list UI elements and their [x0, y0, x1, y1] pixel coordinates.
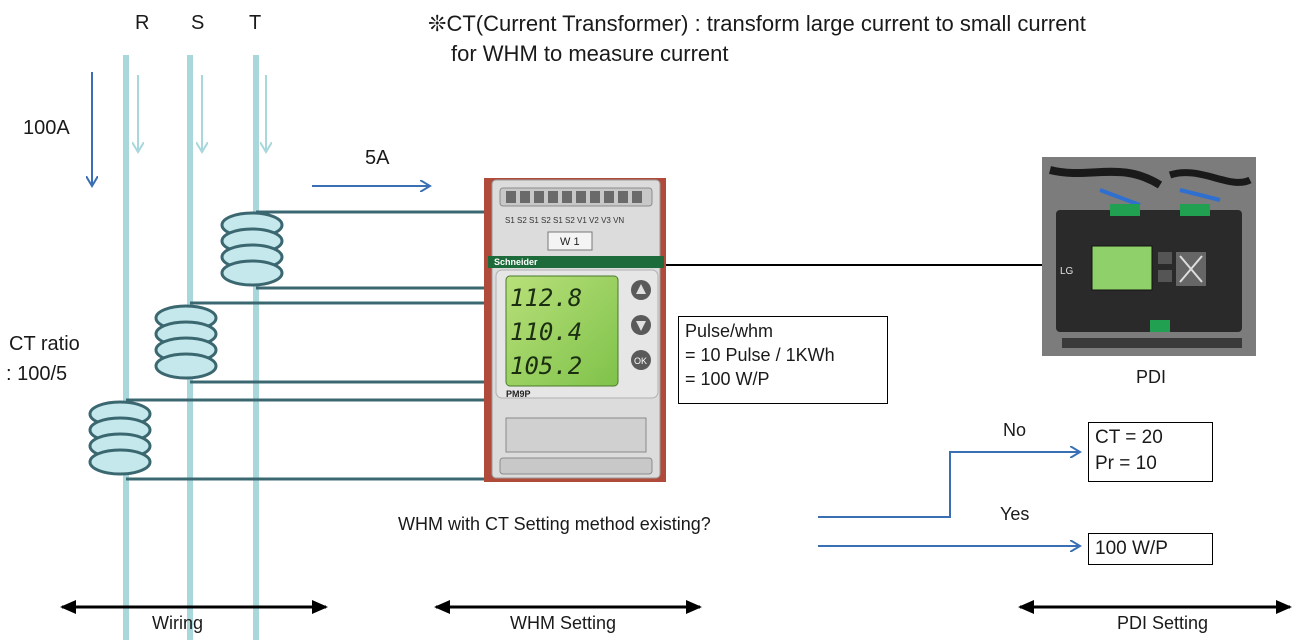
pulse-line-1: Pulse/whm — [685, 319, 881, 343]
meter-label: W 1 — [560, 236, 580, 248]
ct-coil-s — [156, 306, 216, 378]
branch-no-label: No — [1003, 421, 1026, 439]
ct-setting-box: CT = 20 Pr = 10 — [1088, 422, 1213, 482]
section-wiring: Wiring — [152, 614, 203, 632]
pulse-info-box: Pulse/whm = 10 Pulse / 1KWh = 100 W/P — [678, 316, 888, 404]
branch-yes-label: Yes — [1000, 505, 1029, 523]
large-current-label: 100A — [23, 118, 70, 138]
note-symbol: ❊ — [428, 11, 446, 36]
section-whm-setting: WHM Setting — [510, 614, 616, 632]
pulse-line-2: = 10 Pulse / 1KWh — [685, 343, 881, 367]
note-line-1: ❊CT(Current Transformer) : transform lar… — [428, 13, 1086, 35]
phase-label-r: R — [135, 13, 149, 33]
pdi-device: LG — [1042, 157, 1256, 356]
decision-lines — [818, 452, 1080, 546]
question-text: WHM with CT Setting method existing? — [398, 515, 711, 533]
whm-meter: S1 S2 S1 S2 S1 S2 V1 V2 V3 VN W 1 Schnei… — [484, 178, 666, 482]
svg-text:OK: OK — [634, 356, 647, 366]
ct-ratio-label: CT ratio — [9, 334, 80, 354]
note-line-2: for WHM to measure current — [451, 43, 729, 65]
pulse-line-3: = 100 W/P — [685, 367, 881, 391]
phase-label-t: T — [249, 13, 261, 33]
small-current-label: 5A — [365, 148, 389, 168]
meter-brand: Schneider — [494, 257, 538, 267]
ct-value-line: CT = 20 — [1095, 425, 1206, 451]
phase-label-s: S — [191, 13, 204, 33]
wp-setting-box: 100 W/P — [1088, 533, 1213, 565]
ct-coil-r — [90, 402, 150, 474]
ct-ratio-value: : 100/5 — [6, 364, 67, 384]
pdi-logo: LG — [1060, 266, 1074, 277]
reading-3: 105.2 — [510, 352, 582, 380]
branch-no-line — [818, 452, 1080, 517]
ct-coil-t — [222, 213, 282, 285]
meter-model: PM9P — [506, 389, 531, 399]
note-text-1: CT(Current Transformer) : transform larg… — [446, 11, 1085, 36]
pdi-label: PDI — [1136, 368, 1166, 386]
pr-value-line: Pr = 10 — [1095, 451, 1206, 477]
reading-1: 112.8 — [510, 284, 582, 312]
section-pdi-setting: PDI Setting — [1117, 614, 1208, 632]
reading-2: 110.4 — [510, 318, 582, 346]
terminal-labels: S1 S2 S1 S2 S1 S2 V1 V2 V3 VN — [505, 216, 624, 225]
